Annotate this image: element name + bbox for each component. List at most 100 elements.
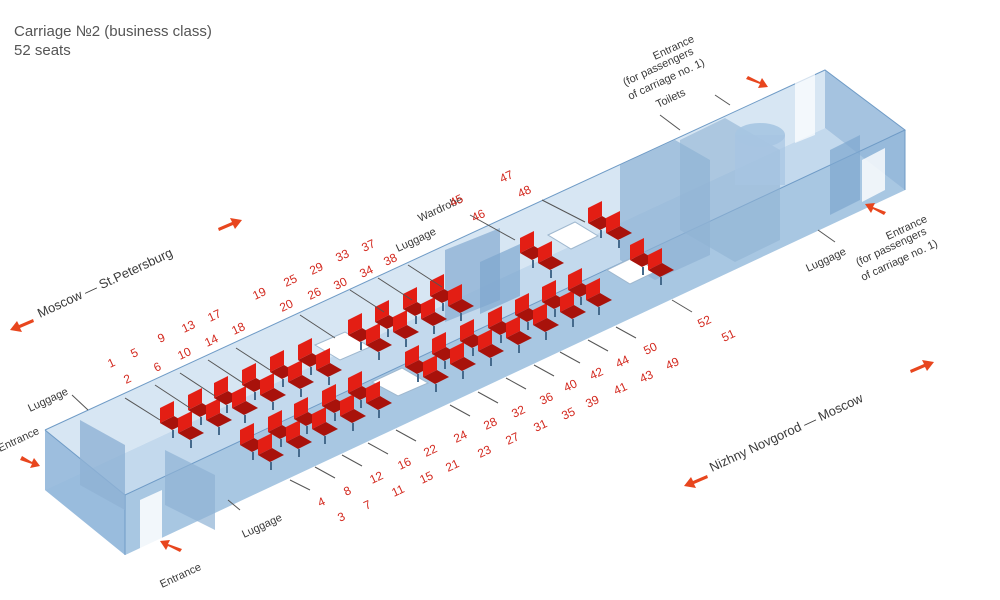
seat-back <box>560 290 574 312</box>
arrow-left-icon <box>10 319 34 332</box>
seat[interactable] <box>450 342 476 379</box>
seat-back <box>298 338 312 360</box>
leader-line <box>71 394 89 411</box>
seat-back <box>322 384 336 406</box>
left-vestibule-block <box>80 420 125 510</box>
leader-line <box>533 364 555 377</box>
table <box>546 221 600 250</box>
seat[interactable] <box>393 310 419 347</box>
leader-line <box>314 466 336 479</box>
seat-numbers: 1591317192529333726101418202630343845464… <box>105 167 737 524</box>
seat[interactable] <box>506 316 532 353</box>
seat[interactable] <box>560 290 586 327</box>
seat-cushion <box>506 331 532 345</box>
seat[interactable] <box>340 394 366 431</box>
seat-back <box>533 303 547 325</box>
leader-lines <box>71 94 836 511</box>
seat-number: 8 <box>341 483 353 499</box>
leader-line <box>559 351 581 364</box>
seat[interactable] <box>316 348 342 385</box>
seat-cushion <box>366 396 392 410</box>
leader-line <box>407 264 443 288</box>
leader-line <box>671 299 693 313</box>
seat-back <box>312 407 326 429</box>
seat-number: 11 <box>389 482 407 500</box>
seat-cushion <box>421 312 447 326</box>
seat-cushion <box>586 293 612 307</box>
seat-number: 43 <box>637 367 655 385</box>
seat[interactable] <box>423 355 449 392</box>
leader-line <box>469 214 516 241</box>
seat-back <box>242 363 256 385</box>
seat-cushion <box>538 256 564 270</box>
leader-line <box>587 339 609 352</box>
seat[interactable] <box>421 297 447 334</box>
seat-cushion <box>606 226 632 240</box>
direction-left-label: Moscow — St.Petersburg <box>35 245 175 321</box>
seat[interactable] <box>258 433 284 470</box>
seat-number: 31 <box>531 416 549 434</box>
seat[interactable] <box>448 284 474 321</box>
seat-number: 2 <box>121 371 133 387</box>
seat-cushion <box>423 370 449 384</box>
seat[interactable] <box>232 386 258 423</box>
seat-number: 9 <box>155 330 167 346</box>
seat-back <box>268 410 282 432</box>
seat[interactable] <box>178 411 204 448</box>
seat-back <box>393 310 407 332</box>
seat-cushion <box>260 388 286 402</box>
seat[interactable] <box>286 420 312 457</box>
seat-back <box>478 329 492 351</box>
seat-number: 12 <box>367 468 385 486</box>
leader-line <box>541 199 586 223</box>
seat-number: 1 <box>105 355 117 371</box>
seat-back <box>403 287 417 309</box>
arrow-left-icon <box>684 475 708 488</box>
leader-line <box>505 377 527 390</box>
seat[interactable] <box>366 381 392 418</box>
seat-number: 51 <box>719 326 737 344</box>
seat-number: 40 <box>561 376 579 394</box>
seat-number: 37 <box>359 236 377 254</box>
leader-line <box>714 94 731 106</box>
seat[interactable] <box>478 329 504 366</box>
seat[interactable] <box>538 241 564 278</box>
seats <box>160 201 674 470</box>
leader-line <box>299 314 336 339</box>
seat-number: 47 <box>497 167 515 185</box>
seat-back <box>160 401 174 423</box>
seat[interactable] <box>648 248 674 285</box>
seat[interactable] <box>606 211 632 248</box>
seat[interactable] <box>586 278 612 315</box>
seat[interactable] <box>206 398 232 435</box>
seat[interactable] <box>312 407 338 444</box>
seat-number: 44 <box>613 352 631 370</box>
luggage-label: Luggage <box>804 246 848 275</box>
seat-back <box>421 297 435 319</box>
seat-number: 34 <box>357 262 375 280</box>
leader-line <box>349 289 385 313</box>
seat-number: 23 <box>475 442 493 460</box>
left-vestibule-block-2 <box>165 450 215 530</box>
seat-number: 15 <box>417 468 435 486</box>
seat-cushion <box>448 299 474 313</box>
seat-number: 3 <box>335 509 347 525</box>
seat[interactable] <box>260 373 286 410</box>
seat-cushion <box>206 413 232 427</box>
seat-back <box>515 293 529 315</box>
seat-back <box>316 348 330 370</box>
mid-luggage-block-2 <box>480 244 520 314</box>
seat-number: 50 <box>641 339 659 357</box>
seat[interactable] <box>366 323 392 360</box>
seat-cushion <box>316 363 342 377</box>
table <box>370 367 430 397</box>
seat-number: 17 <box>205 306 223 324</box>
seat[interactable] <box>288 360 314 397</box>
seat-number: 14 <box>202 331 220 349</box>
seat-number: 16 <box>395 454 413 472</box>
seat-cushion <box>178 426 204 440</box>
seat-cushion <box>286 435 312 449</box>
leader-line <box>367 442 389 455</box>
seat[interactable] <box>533 303 559 340</box>
seat-number: 13 <box>179 317 197 335</box>
